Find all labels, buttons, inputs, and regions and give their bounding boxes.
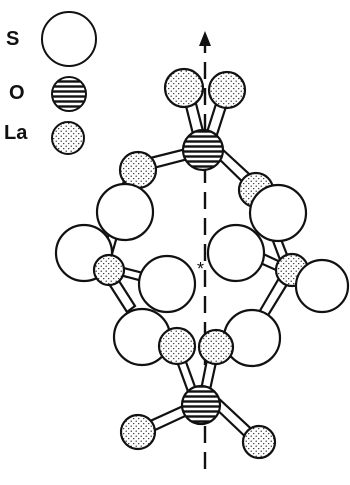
lanthanum-atom — [157, 326, 197, 366]
sulfur-atom — [222, 308, 282, 368]
legend-label-o: O — [9, 82, 25, 104]
legend — [41, 11, 97, 155]
lanthanum-atom — [197, 328, 235, 366]
sulfur-atom — [95, 182, 155, 242]
oxygen-atom — [181, 128, 225, 172]
sulfur-atom — [137, 254, 197, 314]
legend-label-s: S — [6, 28, 20, 50]
lanthanum-atom — [118, 150, 158, 190]
axis-marker: * — [197, 259, 204, 279]
arrow-up-icon — [199, 31, 211, 46]
sulfur-atom — [248, 183, 308, 243]
sulfur-atom — [294, 258, 350, 314]
lanthanum-atom — [163, 67, 205, 109]
legend-sulfur-circle — [41, 11, 97, 67]
lanthanum-atom — [92, 253, 126, 287]
lanthanum-atom — [207, 70, 247, 110]
legend-lanthanum-circle — [51, 121, 85, 155]
atoms — [54, 67, 350, 460]
legend-label-la: La — [4, 122, 28, 144]
sulfur-atom — [206, 223, 266, 283]
lanthanum-atom — [241, 424, 277, 460]
lanthanum-atom — [119, 413, 157, 451]
legend-oxygen-circle — [51, 76, 87, 112]
oxygen-atom — [180, 384, 222, 426]
